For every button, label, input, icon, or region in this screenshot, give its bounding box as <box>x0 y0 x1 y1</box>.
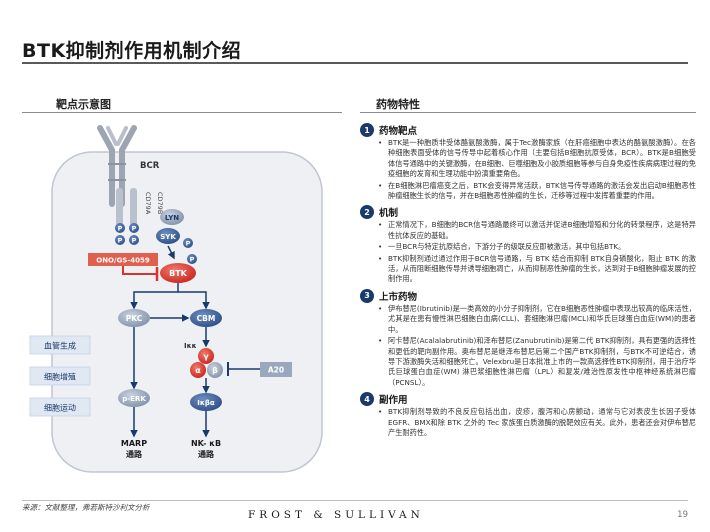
section-marketed-drugs: 3 上市药物 伊布替尼(Ibrutinib)是一类高效的小分子抑制剂，它在B细胞… <box>360 288 696 388</box>
brand-wordmark: FROST & SULLIVAN <box>248 509 424 521</box>
right-panel-heading: 药物特性 <box>376 98 420 111</box>
ikba-label: Iκβα <box>197 399 215 407</box>
a20-label: A20 <box>268 366 284 375</box>
section-mechanism: 2 机制 正常情况下，B细胞的BCR信号通路最终可以激活并促进B细胞增殖和分化的… <box>360 204 696 284</box>
effect-boxes: 血管生成 细胞增殖 细胞运动 <box>29 335 91 417</box>
bullet: 一旦BCR与特定抗原结合，下游分子的级联反应即被激活，其中包括BTK。 <box>378 242 696 253</box>
cell-membrane <box>51 151 323 473</box>
perk-node <box>118 389 150 407</box>
left-heading-divider <box>22 112 342 113</box>
source-note: 来源：文献整理，弗若斯特沙利文分析 <box>22 503 150 512</box>
effect-proliferation: 细胞增殖 <box>44 372 76 382</box>
pkc-label: PKC <box>126 314 143 323</box>
btk-label: BTK <box>169 269 188 278</box>
right-heading-divider <box>360 112 696 113</box>
phospho-cd79b-2: P <box>132 237 137 245</box>
effect-angiogenesis: 血管生成 <box>44 341 76 351</box>
bcr-label: BCR <box>140 161 160 171</box>
section-number: 3 <box>360 288 374 303</box>
bullet: BTK抑制剂通过通过作用于BCR信号通路，与 BTK 结合而抑制 BTK自身磷酸… <box>378 254 696 285</box>
bullet: 正常情况下，B细胞的BCR信号通路最终可以激活并促进B细胞增殖和分化的转录程序，… <box>378 220 696 241</box>
section-number: 4 <box>360 392 374 407</box>
bcr-receptor <box>97 125 137 207</box>
bullet: BTK抑制剂导致的不良反应包括出血，皮疹，腹泻和心房颤动，通常与它对表皮生长因子… <box>378 407 696 438</box>
left-panel-heading: 靶点示意图 <box>56 98 111 111</box>
section-number: 2 <box>360 205 374 220</box>
ikba-node <box>190 393 222 411</box>
section-target: 1 药物靶点 BTK是一种胞质非受体酪氨酸激酶，属于Tec激酶家族（在肝癌细胞中… <box>360 122 696 201</box>
effect-motility: 细胞运动 <box>44 403 76 413</box>
btk-pathway-diagram: BCR CD79A CD79B P P P P LYN SYK P ONO/GS… <box>29 125 323 473</box>
section-number: 1 <box>360 123 374 137</box>
inhibitor-label: ONO/GS-4059 <box>96 257 150 265</box>
phospho-cd79b: P <box>132 225 137 233</box>
nfkb-pathway-sublabel: 通路 <box>198 449 215 459</box>
lyn-node <box>160 209 184 225</box>
phospho-syk: P <box>186 240 191 248</box>
bullet: 在B细胞淋巴瘤癌变之后，BTK会变得异常活跃，BTK信号传导通路的激活会发出启动… <box>378 181 696 202</box>
section-title: 药物靶点 <box>379 126 418 137</box>
section-title: 机制 <box>379 208 399 220</box>
ikk-complex <box>190 348 223 378</box>
section-title: 上市药物 <box>379 291 418 303</box>
cd79-complex <box>116 188 137 226</box>
ikk-label: Iκκ <box>184 342 197 350</box>
phospho-cd79a-2: P <box>118 237 123 245</box>
marp-pathway-sublabel: 通路 <box>126 449 143 459</box>
ikk-beta: β <box>212 366 218 375</box>
a20-box <box>260 362 292 377</box>
cbm-node <box>190 309 222 327</box>
cd79a-label: CD79A <box>144 192 152 215</box>
syk-node <box>156 228 180 244</box>
cd79b-label: CD79B <box>156 192 164 214</box>
page-title: BTK抑制剂作用机制介绍 <box>22 40 242 62</box>
perk-label: p-ERK <box>122 395 146 403</box>
cbm-label: CBM <box>197 314 216 323</box>
marp-pathway-label: MARP <box>121 439 147 448</box>
syk-label: SYK <box>160 233 176 241</box>
phospho-btk: P <box>190 256 195 264</box>
footer-divider <box>22 500 688 501</box>
ikk-alpha: α <box>195 366 201 375</box>
pkc-node <box>118 309 150 327</box>
nfkb-pathway-label: NK- κB <box>191 439 221 448</box>
lyn-label: LYN <box>165 214 179 222</box>
section-side-effects: 4 副作用 BTK抑制剂导致的不良反应包括出血，皮疹，腹泻和心房颤动，通常与它对… <box>360 391 696 438</box>
page-number: 19 <box>677 510 688 520</box>
ikk-gamma: γ <box>203 352 209 361</box>
drug-properties-panel: 1 药物靶点 BTK是一种胞质非受体酪氨酸激酶，属于Tec激酶家族（在肝癌细胞中… <box>360 122 696 441</box>
bullet: 阿卡替尼(Acalalabrutinib)和泽布替尼(Zanubrutinib)… <box>378 336 696 388</box>
section-title: 副作用 <box>379 395 408 407</box>
phospho-cd79a: P <box>118 225 123 233</box>
bullet: BTK是一种胞质非受体酪氨酸激酶，属于Tec激酶家族（在肝癌细胞中表达的酪氨酸激… <box>378 138 696 180</box>
title-divider <box>22 62 688 64</box>
bullet: 伊布替尼(Ibrutinib)是一类高效的小分子抑制剂，它在B细胞恶性肿瘤中表现… <box>378 304 696 335</box>
btk-node <box>160 263 196 283</box>
inhibitor-box <box>88 253 158 266</box>
